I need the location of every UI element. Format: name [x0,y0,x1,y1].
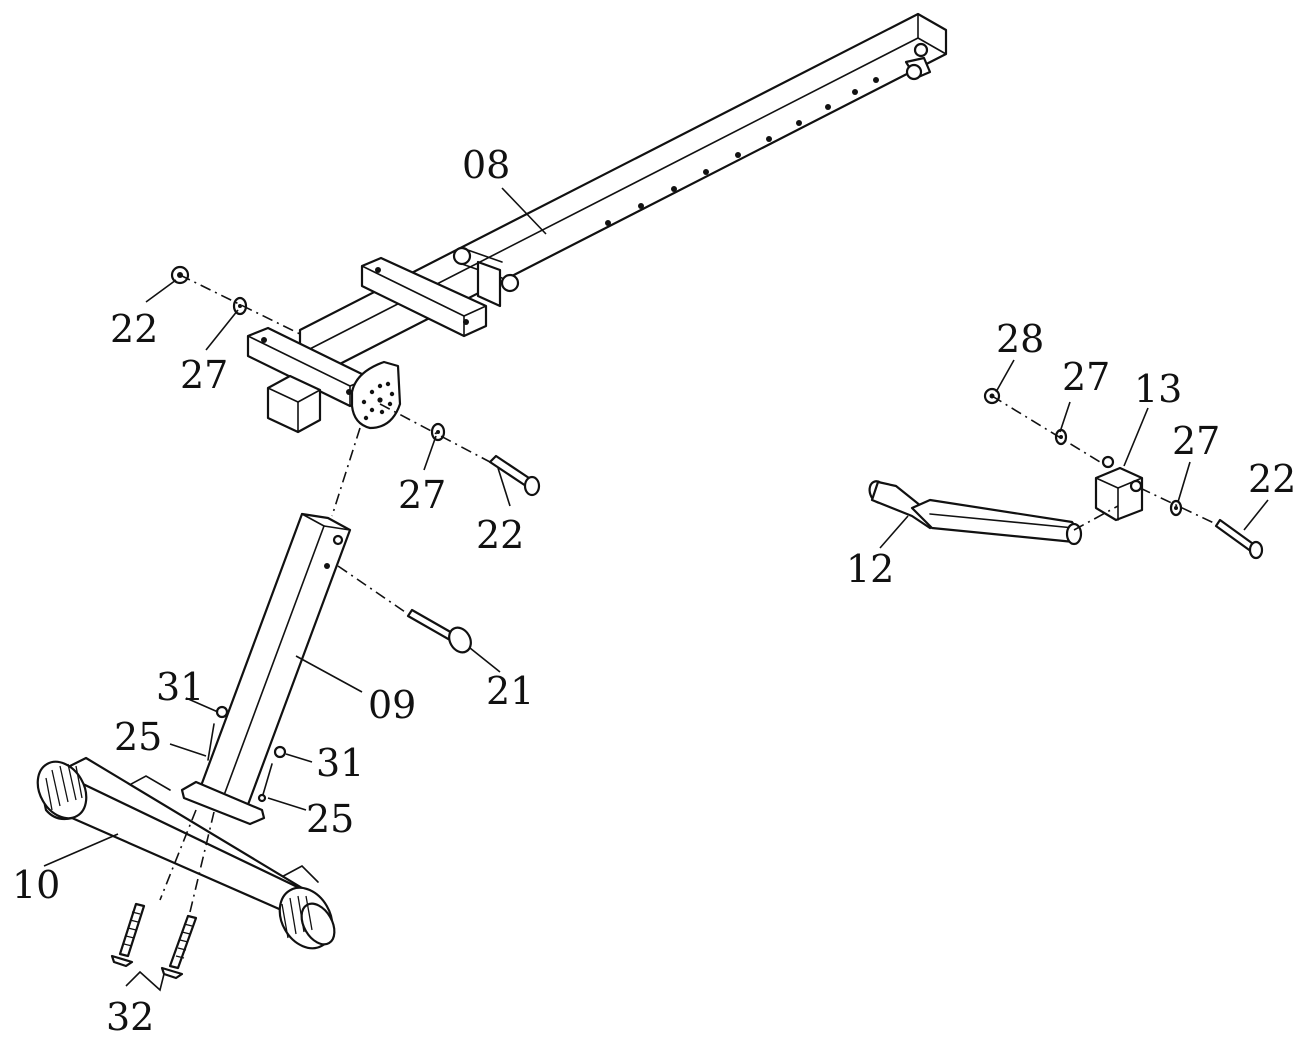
part-31-25-fasteners [207,705,287,803]
label-22-pivot: 22 [476,513,524,557]
label-28: 28 [996,317,1044,361]
label-25-right: 25 [306,797,354,841]
label-31-left: 31 [156,665,204,709]
rear-tube-stub [266,374,322,434]
part-13-bracket [1094,455,1144,522]
label-25-left: 25 [114,715,162,759]
part-21-pin [406,608,472,654]
callout-labels: 08 22 27 27 22 09 21 31 25 31 25 10 32 2… [12,143,1296,1039]
label-31-right: 31 [316,741,364,785]
part-08-main-beam [298,12,948,372]
leader-lines [43,187,1269,992]
part-12-handle-arm [868,480,1083,546]
label-21: 21 [486,669,534,713]
label-22-left: 22 [110,307,158,351]
label-08: 08 [462,143,510,187]
label-27-pivot: 27 [398,473,446,517]
front-cross-bar [360,256,488,338]
label-13: 13 [1134,367,1182,411]
pivot-plate [350,360,402,430]
label-27-left: 27 [180,353,228,397]
label-09: 09 [368,683,416,727]
assembly-lines [159,274,1217,913]
label-12: 12 [846,547,894,591]
part-32-bolts [110,902,198,980]
label-10: 10 [12,863,60,907]
part-10-base-tube [36,756,336,950]
label-27-right: 27 [1172,419,1220,463]
label-22-right: 22 [1248,457,1296,501]
label-32: 32 [106,995,154,1037]
label-27-right-top: 27 [1062,355,1110,399]
pivot-hardware [170,265,541,497]
